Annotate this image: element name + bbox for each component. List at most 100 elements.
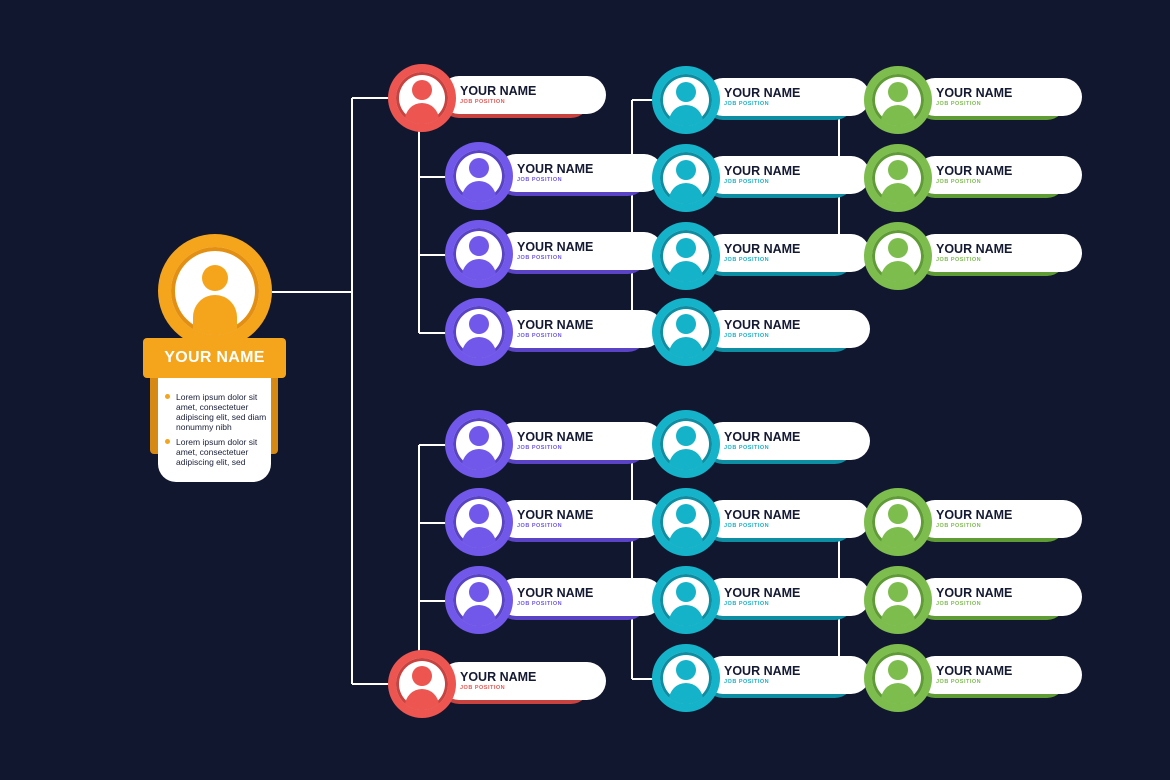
node-avatar-ring	[445, 566, 513, 634]
person-icon	[676, 660, 696, 680]
person-icon	[412, 80, 432, 100]
person-body-icon	[462, 181, 496, 202]
person-body-icon	[881, 605, 915, 626]
node-avatar-ring	[445, 488, 513, 556]
node-name: YOUR NAME	[724, 586, 801, 600]
person-body-icon	[462, 527, 496, 548]
bullet-text: Lorem ipsum dolor sit amet, consectetuer…	[176, 392, 267, 432]
node-avatar-ring	[445, 298, 513, 366]
node-name: YOUR NAME	[936, 586, 1013, 600]
person-icon	[469, 426, 489, 446]
root-card-body	[158, 364, 271, 482]
person-body-icon	[881, 683, 915, 704]
root-bullet-list: Lorem ipsum dolor sit amet, consectetuer…	[165, 392, 275, 472]
node-avatar-ring	[388, 64, 456, 132]
root-profile-card[interactable]: YOUR NAME Lorem ipsum dolor sit amet, co…	[140, 234, 290, 484]
node-avatar-ring	[652, 144, 720, 212]
bullet-dot-icon	[165, 394, 170, 399]
node-avatar	[872, 574, 924, 626]
person-body-icon	[669, 527, 703, 548]
node-avatar	[660, 152, 712, 204]
node-avatar	[396, 72, 448, 124]
node-avatar	[660, 574, 712, 626]
person-icon	[676, 314, 696, 334]
node-name: YOUR NAME	[724, 242, 801, 256]
node-avatar	[660, 652, 712, 704]
node-name: YOUR NAME	[517, 586, 594, 600]
person-icon	[888, 238, 908, 258]
node-position: JOB POSITION	[460, 99, 506, 105]
person-body-icon	[669, 105, 703, 126]
node-avatar-ring	[445, 220, 513, 288]
person-icon	[676, 82, 696, 102]
person-icon	[888, 504, 908, 524]
person-body-icon	[462, 259, 496, 280]
node-name: YOUR NAME	[724, 86, 801, 100]
node-position: JOB POSITION	[936, 601, 982, 607]
node-position: JOB POSITION	[517, 601, 563, 607]
node-position: JOB POSITION	[936, 179, 982, 185]
node-avatar	[453, 150, 505, 202]
node-avatar-ring	[864, 566, 932, 634]
person-icon	[888, 82, 908, 102]
person-icon	[676, 582, 696, 602]
person-body-icon	[881, 105, 915, 126]
node-avatar-ring	[652, 66, 720, 134]
node-avatar	[660, 306, 712, 358]
node-avatar	[453, 574, 505, 626]
bullet-dot-icon	[165, 439, 170, 444]
node-avatar	[453, 306, 505, 358]
person-icon	[676, 160, 696, 180]
node-position: JOB POSITION	[724, 679, 770, 685]
node-position: JOB POSITION	[724, 333, 770, 339]
node-position: JOB POSITION	[517, 333, 563, 339]
person-body-icon	[462, 449, 496, 470]
node-name: YOUR NAME	[936, 508, 1013, 522]
person-icon	[469, 158, 489, 178]
node-position: JOB POSITION	[936, 257, 982, 263]
node-name: YOUR NAME	[724, 664, 801, 678]
person-body-icon	[669, 605, 703, 626]
person-body-icon	[881, 261, 915, 282]
node-avatar-ring	[445, 142, 513, 210]
node-avatar-ring	[388, 650, 456, 718]
node-avatar	[453, 418, 505, 470]
node-name: YOUR NAME	[517, 162, 594, 176]
node-avatar	[396, 658, 448, 710]
node-avatar-ring	[864, 644, 932, 712]
person-body-icon	[462, 605, 496, 626]
person-icon	[676, 504, 696, 524]
node-position: JOB POSITION	[517, 177, 563, 183]
person-body-icon	[881, 527, 915, 548]
bullet-text: Lorem ipsum dolor sit amet, consectetuer…	[176, 437, 258, 467]
